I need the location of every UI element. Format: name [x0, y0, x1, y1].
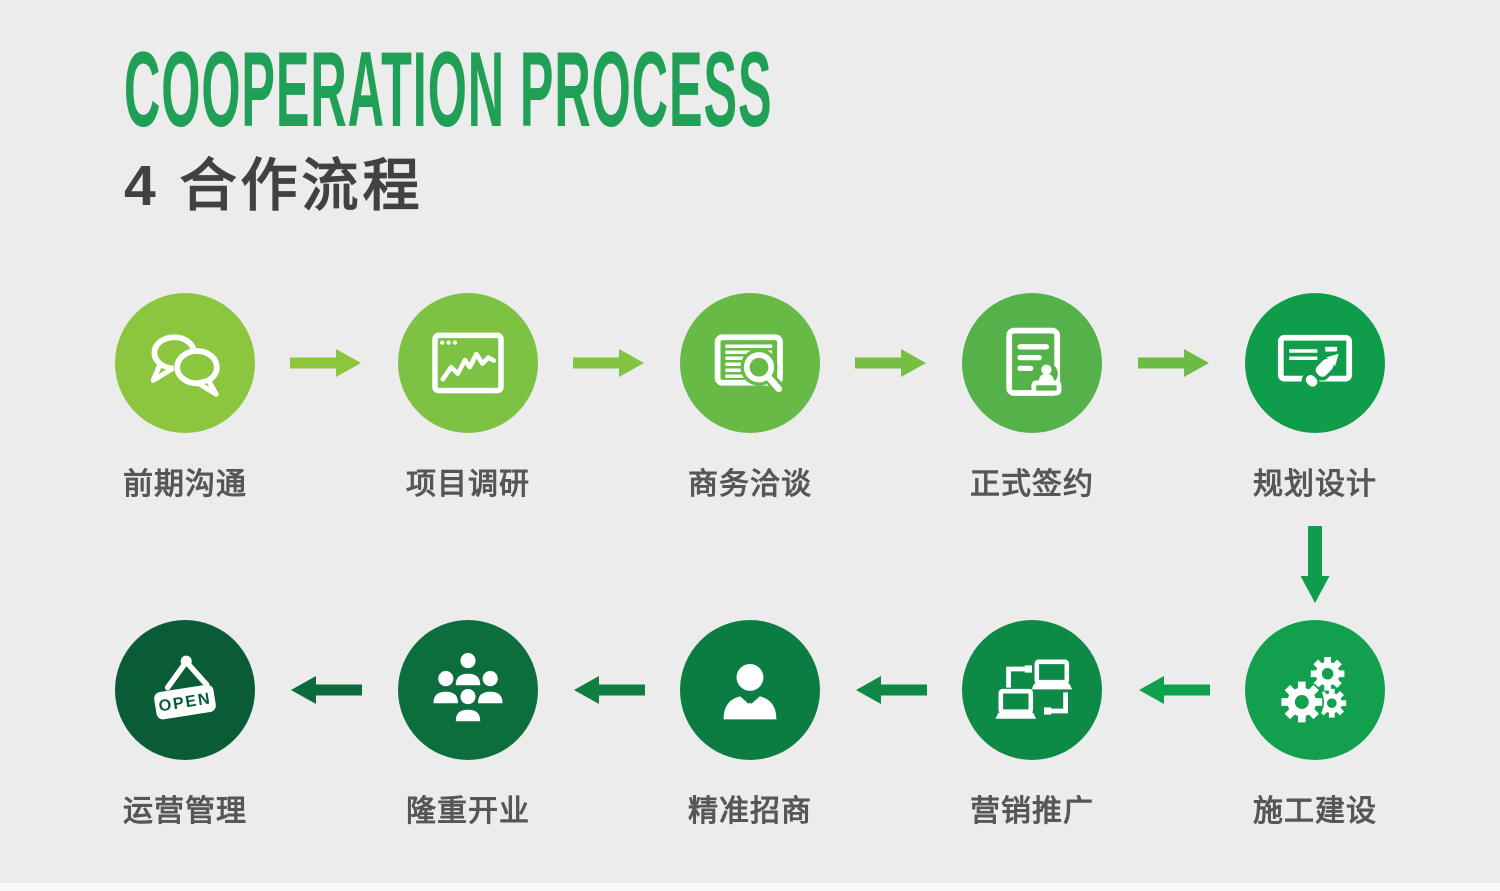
- arrow-right-3: [855, 349, 926, 377]
- bottom-strip: [0, 883, 1500, 891]
- step-precise-investment: 精准招商: [662, 620, 838, 830]
- step-circle: [962, 293, 1102, 433]
- browser-chart-icon: [432, 332, 504, 394]
- step-circle: [398, 620, 538, 760]
- arrow-right-2: [573, 349, 644, 377]
- arrow-left-3: [574, 676, 645, 704]
- businessman-icon: [723, 663, 777, 720]
- step-label: 前期沟通: [123, 468, 247, 501]
- step-label: 规划设计: [1253, 468, 1377, 501]
- page-subtitle: 4 合作流程: [124, 154, 424, 218]
- step-grand-opening: 隆重开业: [380, 620, 556, 830]
- arrow-down: [1300, 526, 1330, 603]
- step-planning-design: 规划设计: [1227, 293, 1403, 503]
- step-business-negotiation: 商务洽谈: [662, 293, 838, 503]
- step-label: 施工建设: [1253, 795, 1377, 828]
- document-search-icon: [714, 334, 786, 396]
- step-early-communication: 前期沟通: [97, 293, 273, 503]
- step-circle: [680, 620, 820, 760]
- step-label: 运营管理: [123, 795, 247, 828]
- gears-icon: [1279, 657, 1347, 725]
- step-circle: OPEN: [115, 620, 255, 760]
- step-circle: [115, 293, 255, 433]
- step-construction: 施工建设: [1227, 620, 1403, 830]
- arrow-left-2: [856, 676, 927, 704]
- step-marketing-promotion: 营销推广: [944, 620, 1120, 830]
- people-group-icon: [433, 653, 503, 722]
- step-circle: [1245, 620, 1385, 760]
- arrow-left-4: [291, 676, 362, 704]
- step-label: 营销推广: [970, 795, 1094, 828]
- step-operation-management: OPEN 运营管理: [97, 620, 273, 830]
- plan-pen-icon: [1277, 334, 1353, 391]
- page-title: COOPERATION PROCESS: [124, 29, 773, 149]
- step-label: 正式签约: [970, 468, 1094, 501]
- arrow-right-1: [290, 349, 361, 377]
- step-circle: [398, 293, 538, 433]
- step-circle: [1245, 293, 1385, 433]
- step-formal-signing: 正式签约: [944, 293, 1120, 503]
- step-circle: [680, 293, 820, 433]
- chat-bubbles-icon: [150, 334, 221, 397]
- step-label: 精准招商: [688, 795, 812, 828]
- laptops-network-icon: [995, 659, 1073, 719]
- step-circle: [962, 620, 1102, 760]
- step-project-research: 项目调研: [380, 293, 556, 503]
- step-label: 商务洽谈: [688, 468, 812, 501]
- arrow-left-1: [1139, 676, 1210, 704]
- step-label: 隆重开业: [406, 795, 530, 828]
- step-label: 项目调研: [406, 468, 530, 501]
- arrow-right-4: [1138, 349, 1209, 377]
- open-sign-icon: OPEN: [154, 655, 216, 720]
- contract-stamp-icon: [1006, 327, 1062, 396]
